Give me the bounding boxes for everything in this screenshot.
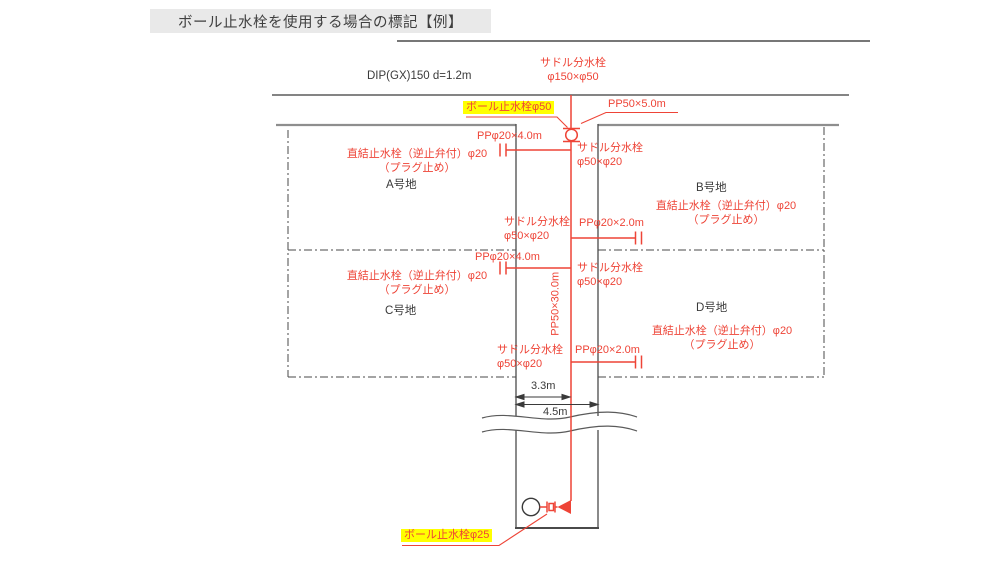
lot-boundary-lines xyxy=(287,127,825,378)
pp50-vertical-length-label: PP50×30.0m xyxy=(549,271,562,336)
branch-b-pipe-label: PPφ20×2.0m xyxy=(579,217,644,229)
break-wavy-lines xyxy=(481,411,638,434)
lot-a-valve-label: 直結止水栓（逆止弁付）φ20 xyxy=(346,148,488,160)
ball-valve-50-label: ボール止水栓φ50 xyxy=(463,101,555,114)
saddle-main-label: サドル分水栓 φ150×φ50 xyxy=(540,57,606,83)
dimension-road-width: 4.5m xyxy=(543,406,568,418)
dimension-pipe-offset: 3.3m xyxy=(531,380,556,392)
branch-c-saddle-label: サドル分水栓 φ50×φ20 xyxy=(577,262,643,288)
ball-valve-50-icon xyxy=(563,127,580,143)
pp50-length-label: PP50×5.0m xyxy=(608,98,666,110)
lot-b-valve-label: 直結止水栓（逆止弁付）φ20 xyxy=(655,200,797,212)
ball-valve-25-icon xyxy=(539,501,558,513)
lot-d-plug-label: （プラグ止め） xyxy=(683,339,761,351)
ball-valve-25-label: ボール止水栓φ25 xyxy=(401,529,493,542)
dimension-lines xyxy=(514,393,600,408)
branch-b-saddle-label: サドル分水栓 φ50×φ20 xyxy=(504,216,570,242)
corridor-walls xyxy=(515,124,599,529)
lot-a-name: A号地 xyxy=(386,179,417,191)
branch-a-saddle-label: サドル分水栓 φ50×φ20 xyxy=(577,142,643,168)
lot-b-name: B号地 xyxy=(696,182,727,194)
branch-d-saddle-label: サドル分水栓 φ50×φ20 xyxy=(497,344,563,370)
meter-circle-icon xyxy=(521,497,541,517)
branch-a-pipe-label: PPφ20×4.0m xyxy=(477,130,542,142)
lot-b-plug-label: （プラグ止め） xyxy=(687,214,765,226)
main-pipe-label: DIP(GX)150 d=1.2m xyxy=(367,70,472,82)
lot-c-name: C号地 xyxy=(385,305,417,317)
branch-c-pipe-label: PPφ20×4.0m xyxy=(475,251,540,263)
flow-arrow-icon xyxy=(557,500,571,514)
lot-d-name: D号地 xyxy=(696,302,728,314)
leader-lines xyxy=(402,111,678,547)
lot-a-plug-label: （プラグ止め） xyxy=(378,162,456,174)
lot-c-plug-label: （プラグ止め） xyxy=(378,284,456,296)
branch-d-pipe-label: PPφ20×2.0m xyxy=(575,344,640,356)
lot-c-valve-label: 直結止水栓（逆止弁付）φ20 xyxy=(346,270,488,282)
lot-d-valve-label: 直結止水栓（逆止弁付）φ20 xyxy=(651,325,793,337)
page-title: ボール止水栓を使用する場合の標記【例】 xyxy=(150,9,491,33)
service-pipe-lines xyxy=(499,95,643,501)
